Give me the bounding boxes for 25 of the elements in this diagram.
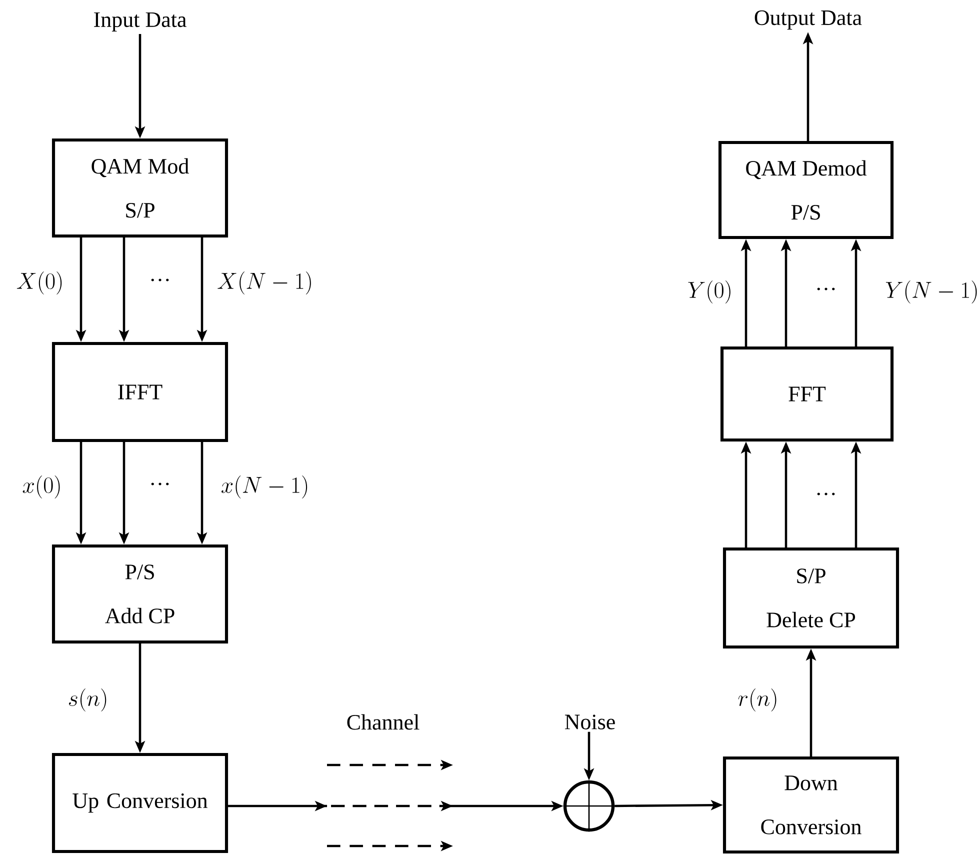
signal-label: $x(0)$ [22, 476, 60, 499]
process-box: QAM Mod S/P [52, 138, 228, 238]
noise-label: Noise [564, 714, 615, 730]
signal-label: $Y(0)$ [688, 280, 730, 304]
process-box: P/S Add CP [52, 544, 228, 644]
ellipsis: … [817, 288, 835, 290]
channel-label: Channel [347, 714, 420, 730]
process-box: Up Conversion [52, 752, 228, 854]
signal-label: $X(N-1)$ [218, 272, 311, 295]
signal-label: $s(n)$ [68, 688, 106, 712]
signal-label: $Y(N-1)$ [886, 280, 977, 304]
process-box: QAM Demod P/S [718, 140, 894, 240]
signal-label: $x(N-1)$ [221, 476, 308, 499]
ellipsis: … [151, 278, 169, 282]
ellipsis: … [817, 492, 835, 496]
process-box: Down Conversion [722, 756, 900, 854]
signal-label: $r(n)$ [738, 688, 776, 712]
process-box: S/P Delete CP [722, 547, 900, 649]
data-label: Output Data [754, 10, 862, 30]
process-box: IFFT [52, 342, 228, 442]
ellipsis: … [151, 482, 169, 486]
data-label: Input Data [94, 12, 186, 32]
process-box: FFT [720, 346, 894, 442]
signal-label: $X(0)$ [16, 272, 62, 295]
summing-junction [562, 780, 616, 832]
